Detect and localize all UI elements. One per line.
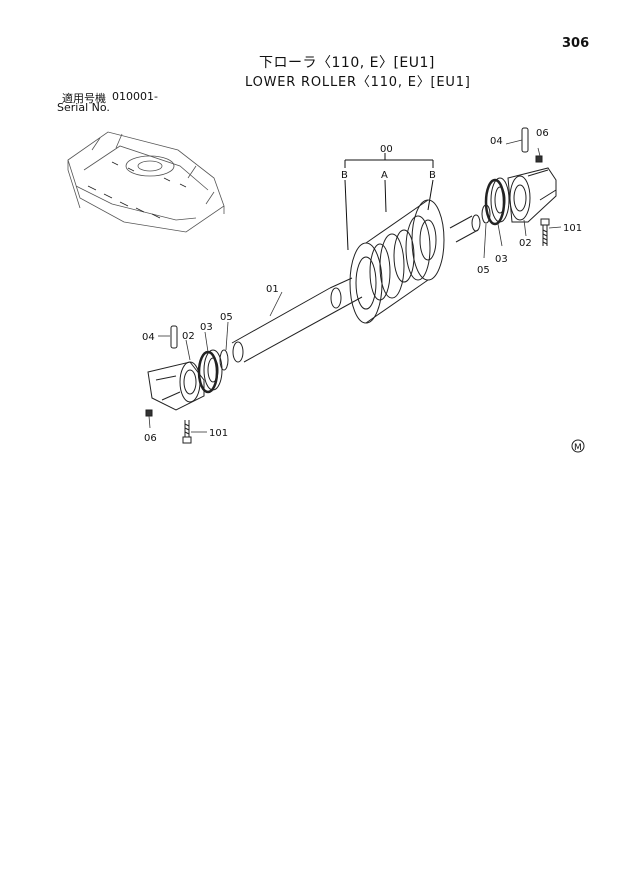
callout-plug-left: 06	[144, 433, 157, 444]
serial-label-en: Serial No.	[57, 101, 110, 114]
roller-body	[349, 199, 445, 324]
pin-right-part	[521, 127, 529, 153]
marker-label: M	[574, 443, 582, 453]
pin-left-part	[170, 325, 178, 349]
callout-b-left: B	[341, 170, 348, 181]
callout-oring-left: 05	[220, 312, 233, 323]
callout-oring-right: 05	[477, 265, 490, 276]
callout-pin-left: 04	[142, 332, 155, 343]
plug-right-part	[535, 155, 543, 163]
callout-plug-right: 06	[536, 128, 549, 139]
seal-right-part	[481, 177, 510, 226]
callout-seal-left: 03	[200, 322, 213, 333]
assembly-bracket	[344, 153, 434, 251]
callout-b-right: B	[429, 170, 436, 181]
callout-a: A	[381, 170, 388, 181]
plug-left-part	[145, 409, 153, 417]
seal-left-part	[197, 349, 223, 394]
page-title-en: LOWER ROLLER〈110, E〉[EU1]	[245, 75, 471, 90]
page-title-jp: 下ローラ〈110, E〉[EU1]	[259, 55, 435, 71]
callout-bolt-left: 101	[209, 428, 228, 439]
undercarriage-thumbnail	[67, 131, 225, 233]
callout-collar-left: 02	[182, 331, 195, 342]
callout-assembly: 00	[380, 144, 393, 155]
serial-value: 010001-	[112, 90, 158, 103]
page-number: 306	[562, 36, 590, 51]
callout-collar-right: 02	[519, 238, 532, 249]
callout-seal-right: 03	[495, 254, 508, 265]
marker-circle	[571, 439, 585, 453]
bolt-right-part	[540, 218, 550, 246]
collar-left-part	[147, 361, 205, 411]
callout-shaft: 01	[266, 284, 279, 295]
leader-lines	[148, 139, 562, 433]
callout-pin-right: 04	[490, 136, 503, 147]
collar-right-part	[507, 167, 557, 223]
oring-left-part	[219, 349, 229, 371]
serial-label-jp: 適用号機	[62, 92, 106, 105]
bolt-left-part	[182, 420, 192, 444]
callout-bolt-right: 101	[563, 223, 582, 234]
